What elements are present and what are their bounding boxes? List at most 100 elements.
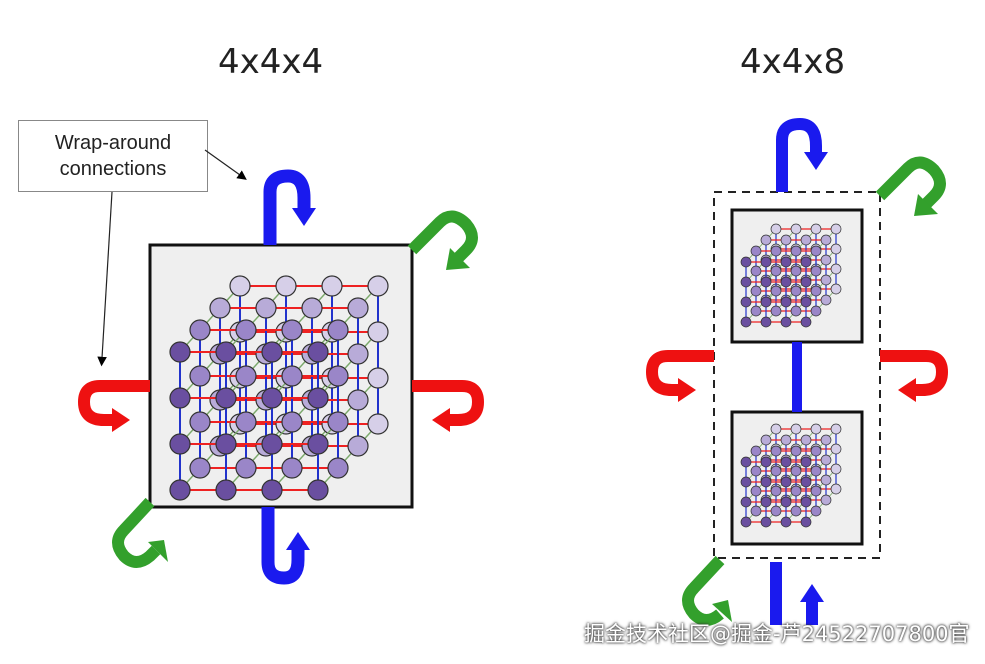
node	[820, 274, 832, 286]
green-wrap-arrow-bottom-left-group	[682, 555, 732, 626]
node	[780, 276, 792, 288]
node	[830, 263, 842, 275]
node	[261, 479, 283, 501]
node	[367, 275, 389, 297]
green-wrap-arrow-bottom-left	[112, 497, 168, 568]
node	[261, 433, 283, 455]
node	[281, 365, 303, 387]
node	[780, 296, 792, 308]
node	[760, 276, 772, 288]
node	[281, 457, 303, 479]
node	[770, 305, 782, 317]
node	[740, 496, 752, 508]
node	[790, 445, 802, 457]
node	[770, 465, 782, 477]
node	[261, 387, 283, 409]
node	[189, 457, 211, 479]
node	[750, 245, 762, 257]
node	[770, 485, 782, 497]
node	[215, 433, 237, 455]
node	[820, 234, 832, 246]
node	[189, 365, 211, 387]
node	[820, 294, 832, 306]
node	[800, 496, 812, 508]
node	[820, 474, 832, 486]
node	[235, 319, 257, 341]
node	[750, 465, 762, 477]
node	[215, 387, 237, 409]
node	[740, 256, 752, 268]
node	[810, 465, 822, 477]
node	[770, 285, 782, 297]
node	[750, 505, 762, 517]
node	[780, 496, 792, 508]
node	[800, 296, 812, 308]
node	[367, 413, 389, 435]
title-4x4x4: 4x4x4	[218, 42, 324, 82]
node	[327, 319, 349, 341]
node	[830, 243, 842, 255]
node	[750, 305, 762, 317]
node	[820, 434, 832, 446]
node	[307, 479, 329, 501]
node	[740, 276, 752, 288]
node	[800, 234, 812, 246]
node	[780, 516, 792, 528]
node	[750, 445, 762, 457]
node	[760, 456, 772, 468]
node	[307, 387, 329, 409]
red-wrap-arrow-left	[77, 380, 150, 432]
node	[189, 319, 211, 341]
node	[830, 483, 842, 495]
node	[790, 265, 802, 277]
node	[235, 411, 257, 433]
node	[810, 445, 822, 457]
node	[750, 485, 762, 497]
node	[760, 476, 772, 488]
node	[800, 256, 812, 268]
node	[307, 433, 329, 455]
node	[307, 341, 329, 363]
node	[800, 316, 812, 328]
node	[820, 254, 832, 266]
node	[169, 433, 191, 455]
node	[321, 275, 343, 297]
node	[820, 454, 832, 466]
callout-line-2: connections	[59, 158, 167, 180]
node	[347, 297, 369, 319]
node	[820, 494, 832, 506]
node	[760, 516, 772, 528]
node	[327, 457, 349, 479]
node	[790, 505, 802, 517]
node	[169, 387, 191, 409]
node	[760, 296, 772, 308]
node	[760, 256, 772, 268]
node-cube-upper	[740, 223, 842, 328]
node	[215, 341, 237, 363]
node	[800, 516, 812, 528]
node	[780, 434, 792, 446]
node	[275, 275, 297, 297]
node	[810, 305, 822, 317]
node	[790, 465, 802, 477]
callout-line-1: Wrap-around	[54, 132, 172, 154]
node	[770, 245, 782, 257]
title-4x4x8: 4x4x8	[740, 42, 846, 82]
node	[810, 423, 822, 435]
node	[800, 456, 812, 468]
callout-pointer-top	[204, 149, 247, 180]
green-wrap-arrow-top-right	[407, 210, 478, 270]
node	[780, 476, 792, 488]
node	[770, 265, 782, 277]
node	[367, 321, 389, 343]
node	[301, 297, 323, 319]
node-cube-lower	[740, 423, 842, 528]
node	[327, 365, 349, 387]
node	[770, 423, 782, 435]
red-wrap-arrow-left-group	[645, 350, 714, 402]
node	[780, 234, 792, 246]
node	[327, 411, 349, 433]
node	[790, 485, 802, 497]
node	[229, 275, 251, 297]
